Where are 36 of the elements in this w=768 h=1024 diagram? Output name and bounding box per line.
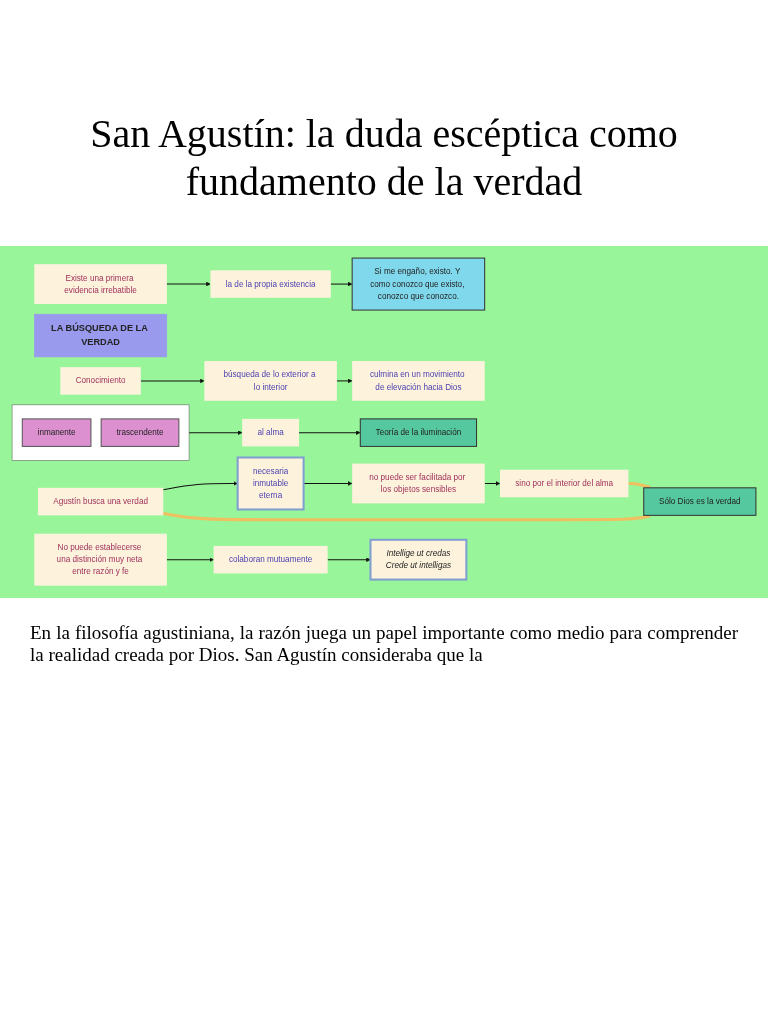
node-box — [100, 418, 180, 447]
arrow — [166, 281, 211, 287]
arrow — [327, 557, 371, 562]
arrow — [162, 481, 238, 491]
slide-title: San Agustín: la duda escéptica como fundamento de la verdad — [90, 110, 678, 206]
node-box — [34, 264, 167, 304]
arrow — [162, 511, 652, 522]
node-box — [499, 469, 629, 498]
node-box — [21, 418, 92, 447]
arrow — [336, 378, 353, 384]
node-box — [204, 361, 337, 401]
node-box — [359, 418, 478, 447]
node-box — [34, 313, 168, 358]
arrow — [298, 430, 361, 435]
node-box — [369, 538, 468, 581]
node-box — [242, 418, 300, 447]
arrow — [188, 430, 243, 435]
node-box — [352, 361, 485, 401]
node-box — [643, 487, 757, 516]
node-box — [210, 270, 331, 298]
arrow — [166, 557, 214, 562]
arrow — [628, 481, 652, 489]
arrow — [303, 481, 353, 486]
diagram-panel: Existe una primera evidencia irrebatible Si me engaño, existo. Y como conozco que existo, conozco que conozco. la de la propia existencia LA BÚSQUEDA DE LA VERDAD Conocimiento búsqueda de lo exterior a lo interior culmina en un movimiento de elevación hacia Dios inmanente trascendente al alma Teoría de la iluminación necesaria inmutable eterna no puede ser facilitada por los objetos sensibles sino por el interior del alma Agustín busca una verdad Sólo Dios es la verdad No puede establecerse una distinción muy neta entre razón y fe colaboran mutuamente Intellige ut credas Crede ut intelligas — [0, 246, 768, 598]
node-box — [213, 545, 328, 574]
node-box — [351, 257, 486, 311]
node-box — [37, 487, 164, 516]
caption: En la filosofía agustiniana, la razón juega un papel importante como medio para comprender la realidad creada por Dios. San Agustín consideraba que la — [30, 621, 738, 666]
node-box — [352, 463, 485, 504]
arrow — [330, 281, 353, 287]
node-box — [236, 456, 305, 511]
arrow — [140, 378, 205, 384]
node-box — [34, 533, 167, 586]
node-box — [60, 367, 141, 395]
arrow — [484, 481, 501, 486]
cluster — [11, 404, 190, 461]
